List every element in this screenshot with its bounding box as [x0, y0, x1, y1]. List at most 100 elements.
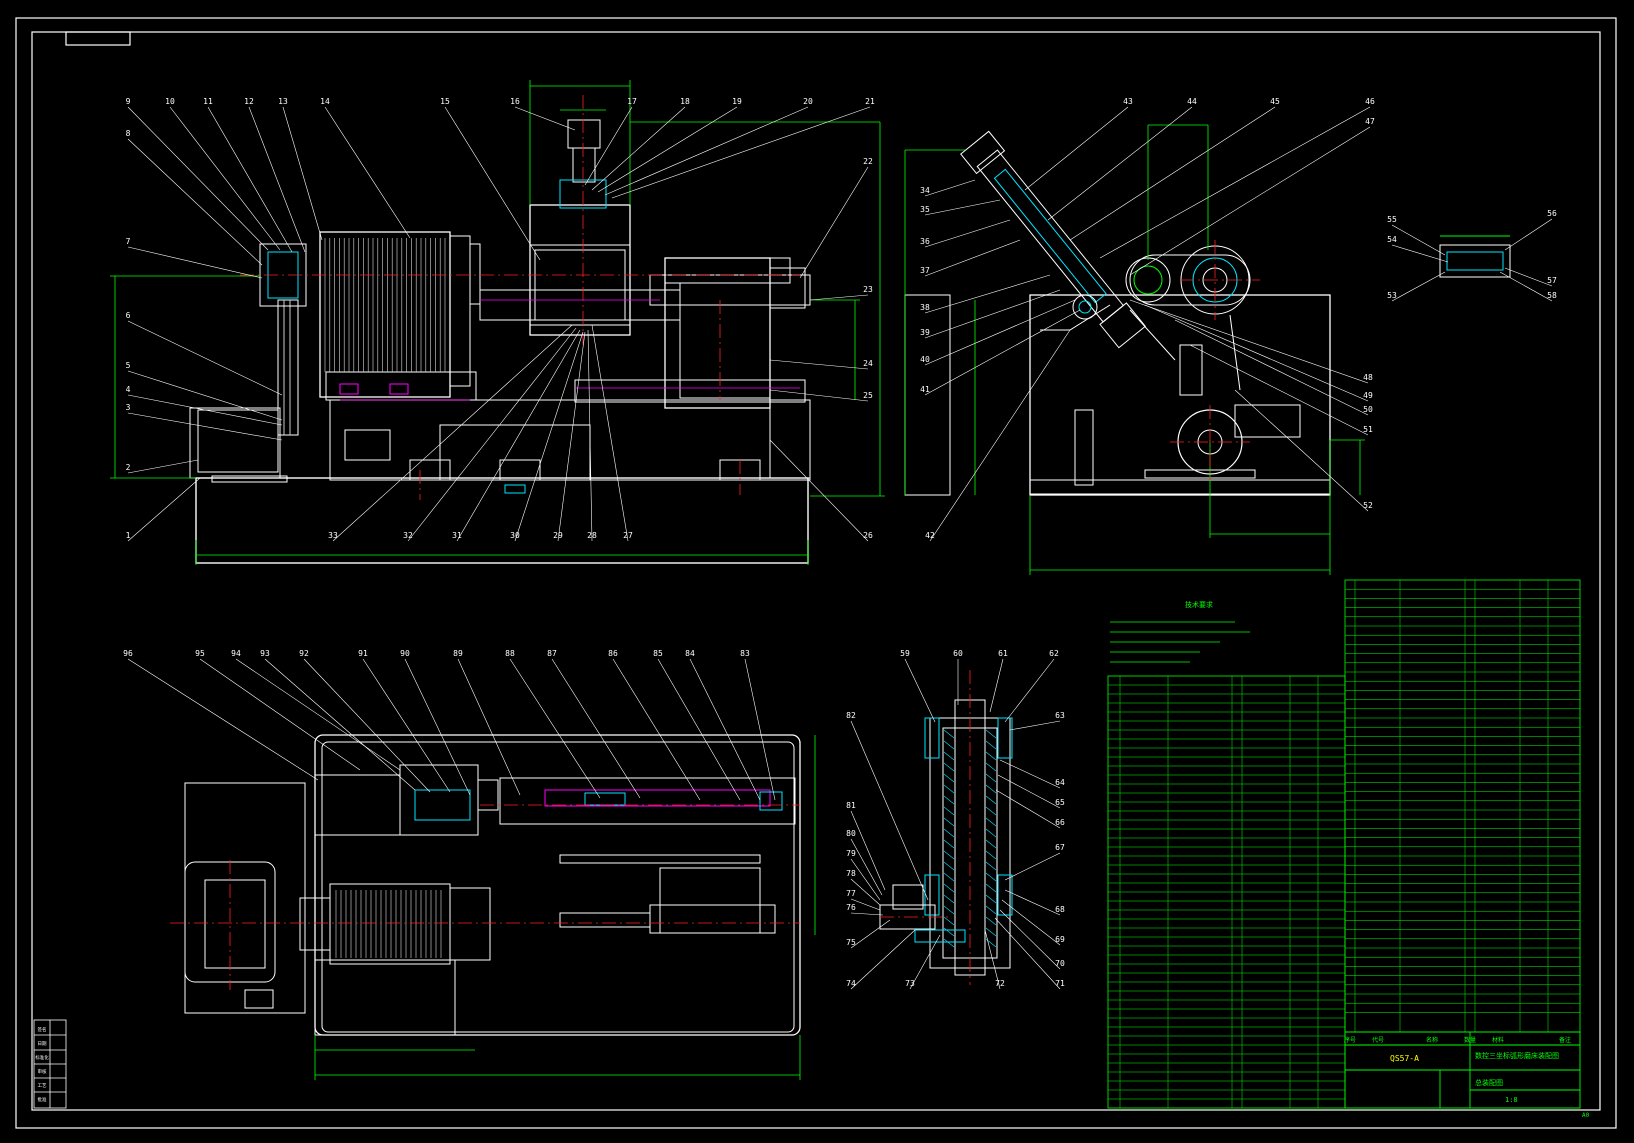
part-label-44: 44 [1187, 97, 1197, 106]
part-label-4: 4 [126, 385, 131, 394]
part-label-62: 62 [1049, 649, 1059, 658]
leader-line [611, 106, 871, 199]
front-view-hidden [340, 299, 800, 401]
strip-label: 审核 [38, 1068, 47, 1075]
leader-line [207, 106, 293, 253]
leader-line [127, 320, 283, 396]
leader-line [924, 179, 976, 197]
strip-label: 标准化 [35, 1054, 49, 1061]
part-label-18: 18 [680, 97, 690, 106]
plan-spindle-fins [335, 890, 442, 958]
notes-heading: 技术要求 [1185, 600, 1213, 609]
part-label-76: 76 [846, 903, 856, 912]
part-label-84: 84 [685, 649, 695, 658]
hatch-line [985, 850, 997, 860]
part-label-74: 74 [846, 979, 856, 988]
hatch-line [985, 839, 997, 849]
hatch-line [943, 740, 955, 750]
leader-line [769, 439, 869, 542]
leader-line [282, 106, 323, 241]
leader-line [1009, 720, 1061, 731]
part-label-13: 13 [278, 97, 288, 106]
part-label-54: 54 [1387, 235, 1397, 244]
part-label-51: 51 [1363, 425, 1373, 434]
part-label-21: 21 [865, 97, 875, 106]
hatch-line [943, 773, 955, 783]
strip-label: 签名 [38, 1026, 47, 1033]
part-label-26: 26 [863, 531, 873, 540]
hatch-line [943, 894, 955, 904]
leader-line [850, 878, 881, 906]
leader-line [924, 309, 1081, 396]
leader-line [404, 658, 471, 796]
leader-line [1391, 271, 1446, 302]
leader-line [1004, 852, 1061, 881]
part-label-9: 9 [126, 97, 131, 106]
part-label-14: 14 [320, 97, 330, 106]
part-label-20: 20 [803, 97, 813, 106]
drawing-frame [15, 17, 1617, 1129]
part-label-6: 6 [126, 311, 131, 320]
leader-line [1004, 658, 1055, 723]
leader-line [514, 106, 576, 131]
part-label-23: 23 [863, 285, 873, 294]
part-label-87: 87 [547, 649, 557, 658]
part-label-8: 8 [126, 129, 131, 138]
leader-line [909, 934, 941, 990]
part-label-92: 92 [299, 649, 309, 658]
part-label-33: 33 [328, 531, 338, 540]
leader-line [1391, 244, 1449, 263]
bom-header-cell: 材料 [1492, 1036, 1504, 1044]
leader-line [1047, 106, 1193, 221]
leader-line [799, 166, 869, 279]
part-label-58: 58 [1547, 291, 1557, 300]
leader-line [514, 331, 584, 542]
part-label-31: 31 [452, 531, 462, 540]
bom-header-cell: 序号 [1344, 1036, 1356, 1044]
leader-line [127, 106, 269, 251]
drawing-subtitle: 总装配图 [1475, 1078, 1503, 1087]
leader-line [456, 329, 581, 542]
part-label-75: 75 [846, 938, 856, 947]
leader-line [444, 106, 541, 261]
hatch-line [985, 740, 997, 750]
leader-line [1189, 344, 1369, 436]
leader-line [303, 658, 431, 793]
part-label-88: 88 [505, 649, 515, 658]
leader-line [984, 929, 1001, 990]
bom-table-right [1344, 579, 1581, 1033]
part-label-48: 48 [1363, 373, 1373, 382]
part-label-96: 96 [123, 649, 133, 658]
leader-line [604, 106, 809, 196]
part-label-73: 73 [905, 979, 915, 988]
part-label-91: 91 [358, 649, 368, 658]
part-label-45: 45 [1270, 97, 1280, 106]
leader-line [929, 329, 1071, 542]
part-label-77: 77 [846, 889, 856, 898]
hatch-line [943, 883, 955, 893]
leader-line [509, 658, 601, 799]
sheet-size: A0 [1582, 1112, 1590, 1119]
left-signature-strip [33, 1019, 67, 1109]
part-label-30: 30 [510, 531, 520, 540]
hatch-line [943, 938, 955, 948]
plan-view [184, 734, 801, 1036]
part-label-56: 56 [1547, 209, 1557, 218]
part-label-71: 71 [1055, 979, 1065, 988]
leader-line [850, 929, 916, 990]
part-label-69: 69 [1055, 935, 1065, 944]
part-label-78: 78 [846, 869, 856, 878]
part-label-50: 50 [1363, 405, 1373, 414]
hatch-line [985, 894, 997, 904]
leader-line [999, 759, 1061, 789]
hatch-line [943, 872, 955, 882]
leader-line [127, 246, 263, 279]
part-label-39: 39 [920, 328, 930, 337]
leader-line [850, 912, 884, 916]
front-view [189, 119, 811, 564]
hatch-line [943, 905, 955, 915]
hatch-line [943, 850, 955, 860]
